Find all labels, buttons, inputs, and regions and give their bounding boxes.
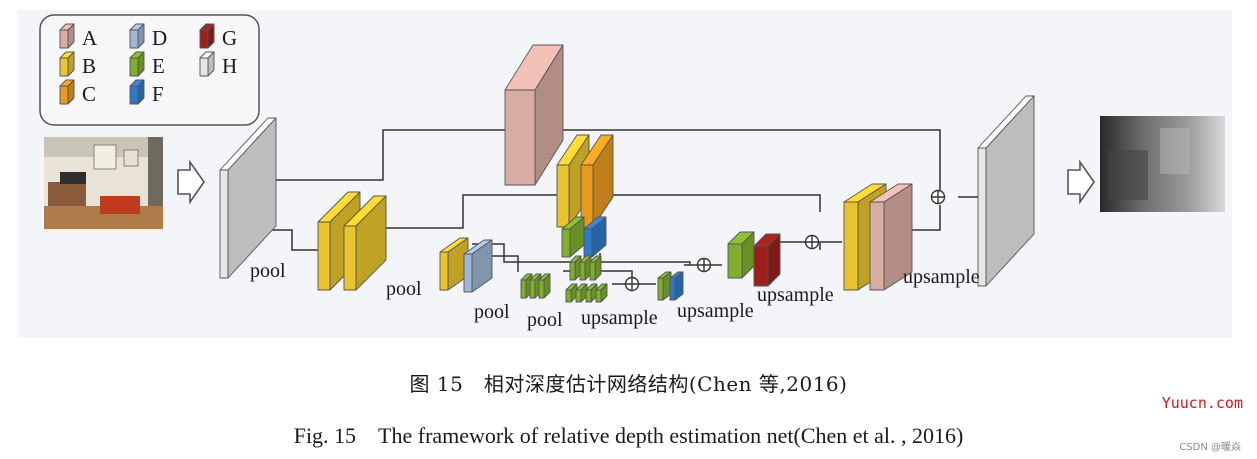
block-front-face xyxy=(199,29,209,49)
layer-block-E-21 xyxy=(657,271,672,301)
legend-swatch-A xyxy=(59,23,75,49)
legend-label-A: A xyxy=(82,26,98,50)
block-front-face xyxy=(463,253,473,293)
layer-block-E-19 xyxy=(585,283,598,303)
block-front-face xyxy=(317,221,331,291)
stage-labels: pool pool pool pool upsample upsample up… xyxy=(250,260,980,331)
block-front-face xyxy=(59,85,69,105)
layer-block-A-2 xyxy=(504,44,564,186)
legend-swatch-B xyxy=(59,51,75,77)
block-front-face xyxy=(129,29,139,49)
layer-block-E-23 xyxy=(727,231,755,279)
legend-swatch-D xyxy=(129,23,145,49)
block-front-face xyxy=(977,147,987,287)
merge-nodes xyxy=(624,189,946,292)
block-front-face xyxy=(529,279,536,299)
label-upsample-3: upsample xyxy=(757,284,834,306)
label-pool-2: pool xyxy=(386,278,422,300)
merge-node-3 xyxy=(804,234,820,250)
block-front-face xyxy=(199,57,209,77)
caption-chinese: 图 15 相对深度估计网络结构(Chen 等,2016) xyxy=(409,372,848,396)
legend-label-E: E xyxy=(152,54,165,78)
block-front-face xyxy=(595,289,602,303)
layer-block-G-24 xyxy=(753,233,781,287)
layer-block-E-16 xyxy=(589,255,602,281)
input-image xyxy=(44,137,163,229)
block-front-face xyxy=(727,243,743,279)
block-front-face xyxy=(589,261,596,281)
legend-swatch-E xyxy=(129,51,145,77)
layer-block-E-15 xyxy=(579,255,592,281)
block-front-face xyxy=(575,289,582,303)
legend-label-B: B xyxy=(82,54,96,78)
legend-label-H: H xyxy=(222,54,237,78)
layer-block-D-6 xyxy=(463,239,493,293)
merge-node-2 xyxy=(696,257,712,273)
label-upsample-1: upsample xyxy=(581,307,658,329)
layer-block-B-4 xyxy=(343,195,387,291)
legend-label-C: C xyxy=(82,82,96,106)
legend-label-G: G xyxy=(222,26,237,50)
output-arrow xyxy=(1067,159,1095,205)
layer-block-F-10 xyxy=(583,216,607,258)
layer-block-E-17 xyxy=(565,283,578,303)
block-front-face xyxy=(561,228,571,258)
block-front-face xyxy=(59,57,69,77)
caption-english: Fig. 15 The framework of relative depth … xyxy=(293,423,964,448)
merge-node-1 xyxy=(624,276,640,292)
block-front-face xyxy=(565,289,572,303)
watermark-csdn: CSDN @暖焱 xyxy=(1179,442,1241,453)
block-front-face xyxy=(753,245,769,287)
block-front-face xyxy=(843,201,859,291)
block-front-face xyxy=(657,277,664,301)
label-pool-4: pool xyxy=(527,309,563,331)
layer-block-A-26 xyxy=(869,183,913,291)
layer-blocks xyxy=(219,44,1035,303)
input-arrow xyxy=(177,159,205,205)
block-front-face xyxy=(569,261,576,281)
layer-block-E-20 xyxy=(595,283,608,303)
label-pool-3: pool xyxy=(474,301,510,323)
block-front-face xyxy=(504,89,536,186)
block-front-face xyxy=(669,277,676,301)
layer-block-H-1 xyxy=(219,117,277,279)
output-depth-map xyxy=(1100,116,1225,212)
merge-node-4 xyxy=(930,189,946,205)
legend-swatch-F xyxy=(129,79,145,105)
layer-block-C-8 xyxy=(580,134,614,228)
legend-swatch-C xyxy=(59,79,75,105)
block-front-face xyxy=(59,29,69,49)
label-upsample-2: upsample xyxy=(677,300,754,322)
block-front-face xyxy=(129,85,139,105)
legend-label-D: D xyxy=(152,26,167,50)
layer-block-F-22 xyxy=(669,271,684,301)
block-front-face xyxy=(583,228,593,258)
legend: ABC DEF GH xyxy=(39,14,260,126)
block-front-face xyxy=(219,169,229,279)
label-upsample-4: upsample xyxy=(903,266,980,288)
block-front-face xyxy=(520,279,527,299)
legend-swatch-G xyxy=(199,23,215,49)
block-front-face xyxy=(343,225,357,291)
block-front-face xyxy=(439,251,449,291)
watermark-site: Yuucn.com xyxy=(1161,394,1243,412)
block-front-face xyxy=(579,261,586,281)
legend-label-F: F xyxy=(152,82,164,106)
label-pool-1: pool xyxy=(250,260,286,282)
block-front-face xyxy=(129,57,139,77)
block-front-face xyxy=(556,164,570,228)
legend-swatch-H xyxy=(199,51,215,77)
layer-block-H-27 xyxy=(977,95,1035,287)
layer-block-E-13 xyxy=(538,273,551,299)
connections xyxy=(262,129,978,285)
block-front-face xyxy=(869,201,885,291)
block-front-face xyxy=(585,289,592,303)
block-front-face xyxy=(538,279,545,299)
layer-block-E-9 xyxy=(561,216,585,258)
